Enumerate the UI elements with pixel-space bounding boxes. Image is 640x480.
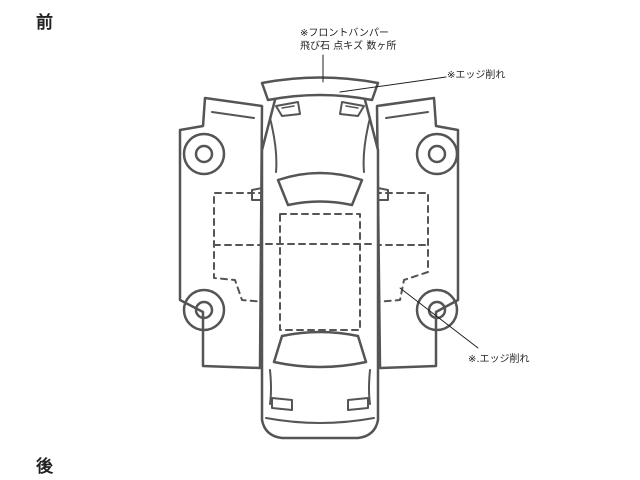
taillight-right: [347, 397, 369, 411]
bumper-note-line2: 飛び石 点キズ 数ヶ所: [300, 41, 397, 52]
trunk-line-right: [368, 369, 371, 405]
front-label: 前: [36, 13, 53, 33]
hood-line-left: [269, 117, 278, 173]
edge-top-leader-line: [339, 76, 447, 93]
rear-label: 後: [36, 457, 53, 477]
wheel-front-left: [182, 132, 226, 176]
wheel-rear-left: [182, 288, 226, 332]
headlight-right-inner: [345, 105, 359, 109]
windshield: [276, 171, 364, 207]
left-side-panel-inner: [211, 111, 255, 119]
taillight-left: [271, 397, 293, 411]
rear-bumper: [265, 417, 375, 424]
mirror-left: [251, 187, 263, 201]
trunk-line-left: [269, 369, 272, 405]
edge-bottom-leader-line: [399, 287, 479, 349]
right-side-panel: [375, 96, 460, 370]
front-bumper: [260, 76, 380, 102]
mirror-right: [377, 187, 389, 201]
bumper-note-line1: ※フロントバンパー: [300, 28, 389, 39]
right-door-dashed: [374, 192, 429, 303]
headlight-left: [275, 101, 301, 117]
hood-line-right: [362, 117, 371, 173]
bumper-damage-note: ※フロントバンパー 飛び石 点キズ 数ヶ所: [300, 27, 396, 53]
rear-window: [272, 330, 368, 369]
roof-dashed: [279, 213, 361, 331]
edge-damage-note-top: ※エッジ削れ: [447, 70, 506, 81]
right-side-panel-inner: [385, 111, 429, 119]
headlight-right: [339, 101, 365, 117]
edge-damage-note-bottom: ※.エッジ削れ: [468, 354, 530, 365]
wheel-front-right: [415, 132, 459, 176]
left-door-dashed: [213, 192, 266, 303]
headlight-left-inner: [281, 105, 295, 109]
